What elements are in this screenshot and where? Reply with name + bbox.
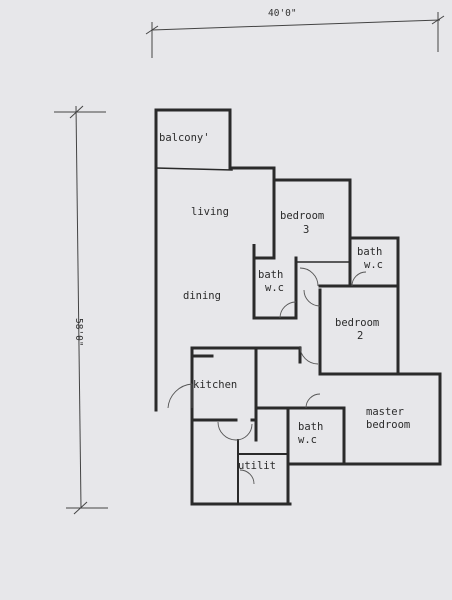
bath-1-wc-label: w.c	[265, 282, 284, 294]
master-bedroom-label: master	[366, 406, 404, 418]
bedroom-3-number: 3	[303, 224, 309, 236]
dining-label: dining	[183, 290, 221, 302]
height-dimension-label: 58'0"	[73, 318, 84, 347]
bath-3-label: bath	[298, 421, 323, 433]
bath-2-wc-label: w.c	[364, 259, 383, 271]
master-bedroom-label-2: bedroom	[366, 419, 410, 431]
width-dimension-label: 40'0"	[268, 8, 297, 19]
width-dimension: 40'0"	[145, 8, 445, 58]
bath-2-label: bath	[357, 246, 382, 258]
bath-3-wc-label: w.c	[298, 434, 317, 446]
utility-label: utilit	[238, 460, 276, 472]
kitchen-label: kitchen	[193, 379, 237, 391]
bedroom-3-label: bedroom	[280, 210, 324, 222]
living-label: living	[191, 206, 229, 218]
bath-1-label: bath	[258, 269, 283, 281]
height-dimension: 58'0"	[54, 105, 108, 515]
doors	[167, 267, 367, 485]
bedroom-2-number: 2	[357, 330, 363, 342]
balcony-label: balcony'	[159, 132, 210, 144]
bedroom-2-label: bedroom	[335, 317, 379, 329]
